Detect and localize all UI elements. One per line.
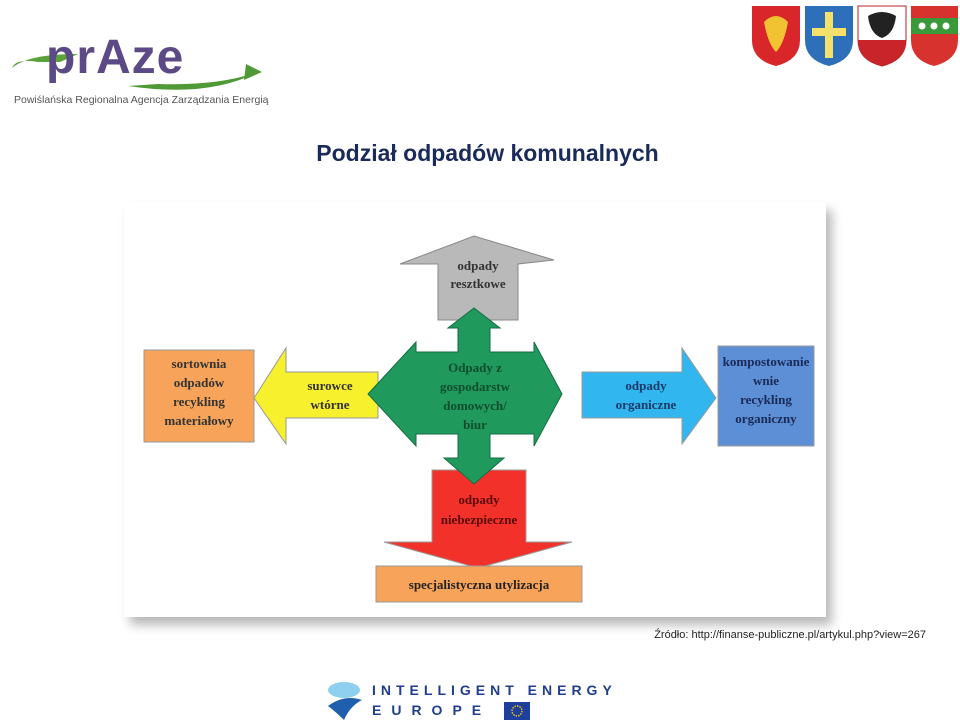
footer-line2: EUROPE [372, 702, 492, 718]
center-line: biur [463, 417, 487, 432]
diagram-canvas: odpady resztkowe Odpady z gospodarstw domow… [143, 235, 815, 603]
bottom-box-utilization [375, 565, 583, 603]
left-box-line: recykling [173, 394, 225, 409]
center-cross-household [367, 307, 563, 485]
logo-wordmark: prAze [46, 31, 185, 84]
left-box-line: sortownia [172, 356, 227, 371]
top-line: odpady [457, 258, 499, 273]
energy-swoosh-icon [328, 682, 362, 720]
top-line: resztkowe [450, 276, 506, 291]
logo-tagline: Powiślańska Regionalna Agencja Zarządzan… [14, 94, 269, 106]
center-line: domowych/ [443, 398, 507, 413]
center-text: Odpady z gospodarstw domowych/biur [440, 360, 511, 432]
right-box-line: organiczny [735, 411, 797, 426]
right-box-composting [717, 345, 815, 447]
right-box-line: wnie [753, 373, 779, 388]
right-box-text: kompostowanie wnie recykling organiczny [723, 354, 810, 426]
center-line: gospodarstw [440, 379, 511, 394]
left-box-line: odpadów [174, 375, 225, 390]
right-arrow-text: odpady organiczne [616, 378, 677, 412]
left-arrow-text: surowce wtórne [307, 378, 352, 412]
left-box-text: sortownia odpadów recykling materiałowy [164, 356, 234, 428]
waste-diagram: odpady resztkowe Odpady z gospodarstw domow… [124, 202, 826, 617]
green-crest-icon [911, 6, 958, 66]
bottom-arrow-text: odpady niebezpieczne [441, 492, 518, 527]
left-arrow-line: surowce [307, 378, 352, 393]
bottom-arrow-line: odpady [458, 492, 500, 507]
footer-line1: INTELLIGENT ENERGY [372, 682, 617, 698]
top-arrow-text: odpady resztkowe [450, 258, 506, 291]
bottom-arrow-hazardous [383, 469, 573, 569]
bottom-box-text: specjalistyczna utylizacja [409, 577, 550, 592]
right-box-line: recykling [740, 392, 792, 407]
praze-logo: prAze Powiślańska Regionalna Agencja Zar… [8, 24, 269, 116]
center-line: Odpady z [448, 360, 502, 375]
eu-flag-icon [504, 702, 530, 720]
left-box-line: materiałowy [164, 413, 234, 428]
right-arrow-line: organiczne [616, 397, 677, 412]
right-box-line: kompostowanie [723, 354, 810, 369]
coats-of-arms [752, 5, 958, 67]
source-caption: Źródło: http://finanse-publiczne.pl/arty… [654, 629, 926, 641]
right-arrow-line: odpady [625, 378, 667, 393]
left-arrow-line: wtórne [311, 397, 350, 412]
bottom-arrow-line: niebezpieczne [441, 512, 518, 527]
left-box-sorting [143, 349, 255, 443]
eagle-crest-icon [752, 6, 800, 66]
left-arrow-secondary [253, 346, 379, 446]
swoosh-icon [12, 54, 262, 90]
right-arrow-organic [581, 346, 717, 446]
top-arrow-residual [399, 235, 555, 321]
intelligent-energy-europe-logo: INTELLIGENT ENERGY EUROPE [322, 676, 652, 722]
page-title: Podział odpadów komunalnych [316, 140, 659, 166]
black-eagle-crest-icon [857, 5, 907, 67]
lily-cross-crest-icon [805, 6, 853, 66]
